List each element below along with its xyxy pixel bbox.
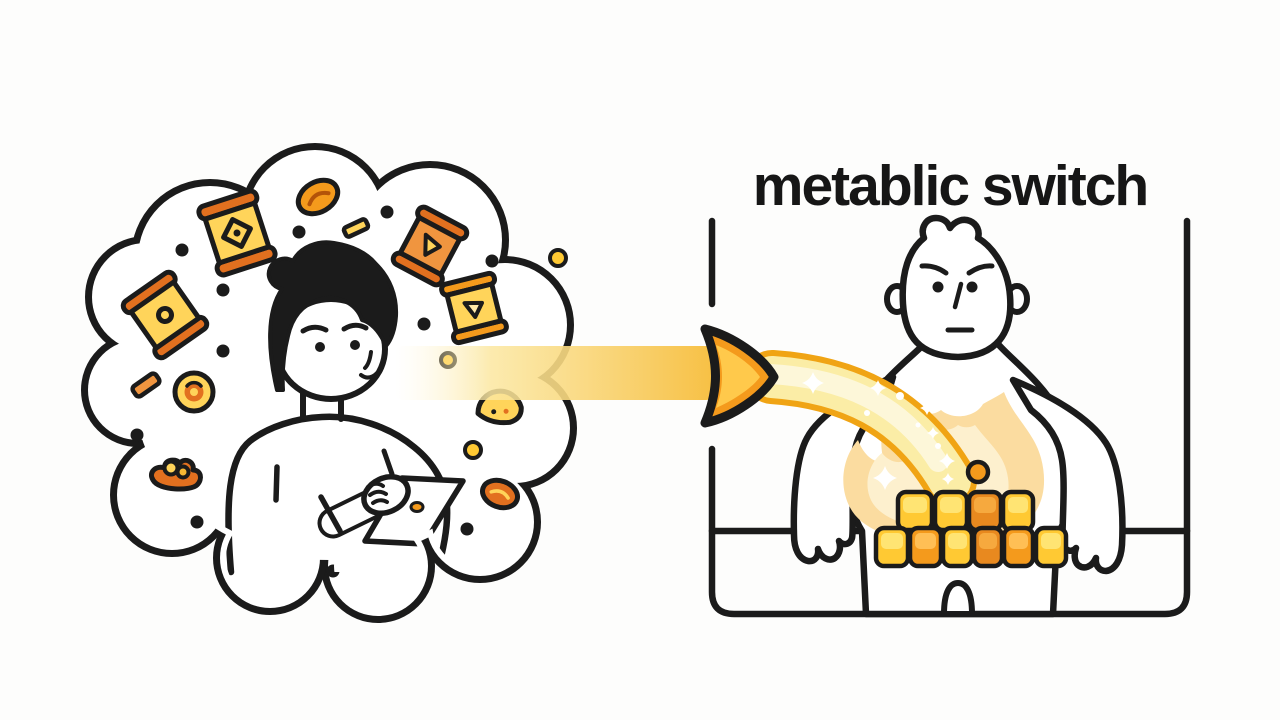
snack-items bbox=[120, 177, 524, 511]
boy-mouth bbox=[359, 371, 379, 380]
figure-right-arm bbox=[1009, 376, 1126, 575]
figure-leg-gap bbox=[941, 580, 975, 617]
knuckle-lines bbox=[366, 481, 389, 505]
boy-head bbox=[266, 240, 399, 402]
figure-eyebrows bbox=[919, 263, 995, 276]
boy-sleeve-seam bbox=[273, 464, 280, 503]
boy-eye bbox=[315, 342, 325, 352]
boy-hair bbox=[266, 240, 399, 392]
candy-piece-icon bbox=[130, 371, 162, 399]
figure-face bbox=[919, 263, 995, 333]
boy-sleeve-edge bbox=[318, 494, 343, 534]
pen-icon bbox=[381, 448, 395, 477]
stream-sparkles bbox=[802, 367, 955, 490]
boy-eyebrows bbox=[300, 322, 369, 334]
boy-nose bbox=[363, 350, 373, 370]
boy-figure bbox=[225, 240, 466, 576]
arrowhead-highlight bbox=[716, 345, 760, 408]
nut-cluster-icon bbox=[149, 457, 203, 492]
energy-stream bbox=[745, 350, 977, 508]
boy-eye bbox=[350, 340, 360, 350]
figure-head bbox=[899, 214, 1014, 361]
page-title: metablic switch bbox=[753, 154, 1147, 218]
snack-packet-icon bbox=[120, 269, 210, 361]
coffee-bean-icon bbox=[295, 177, 341, 217]
boy-hand bbox=[361, 448, 411, 516]
notepad-dot bbox=[409, 501, 425, 513]
arrow-icon bbox=[700, 324, 779, 428]
snack-packet-icon bbox=[196, 188, 278, 278]
fat-blocks bbox=[873, 489, 1069, 569]
figure-eye bbox=[932, 281, 944, 293]
energy-beam bbox=[395, 346, 714, 400]
figure-eye bbox=[966, 281, 978, 293]
snack-packet-icon bbox=[439, 270, 509, 346]
snack-packet-icon bbox=[390, 204, 470, 288]
candy-piece-icon bbox=[341, 217, 371, 239]
navel-dot bbox=[965, 459, 991, 485]
coffee-bean-icon bbox=[480, 477, 520, 511]
donut-icon bbox=[172, 370, 216, 414]
figure-nose bbox=[952, 281, 964, 310]
